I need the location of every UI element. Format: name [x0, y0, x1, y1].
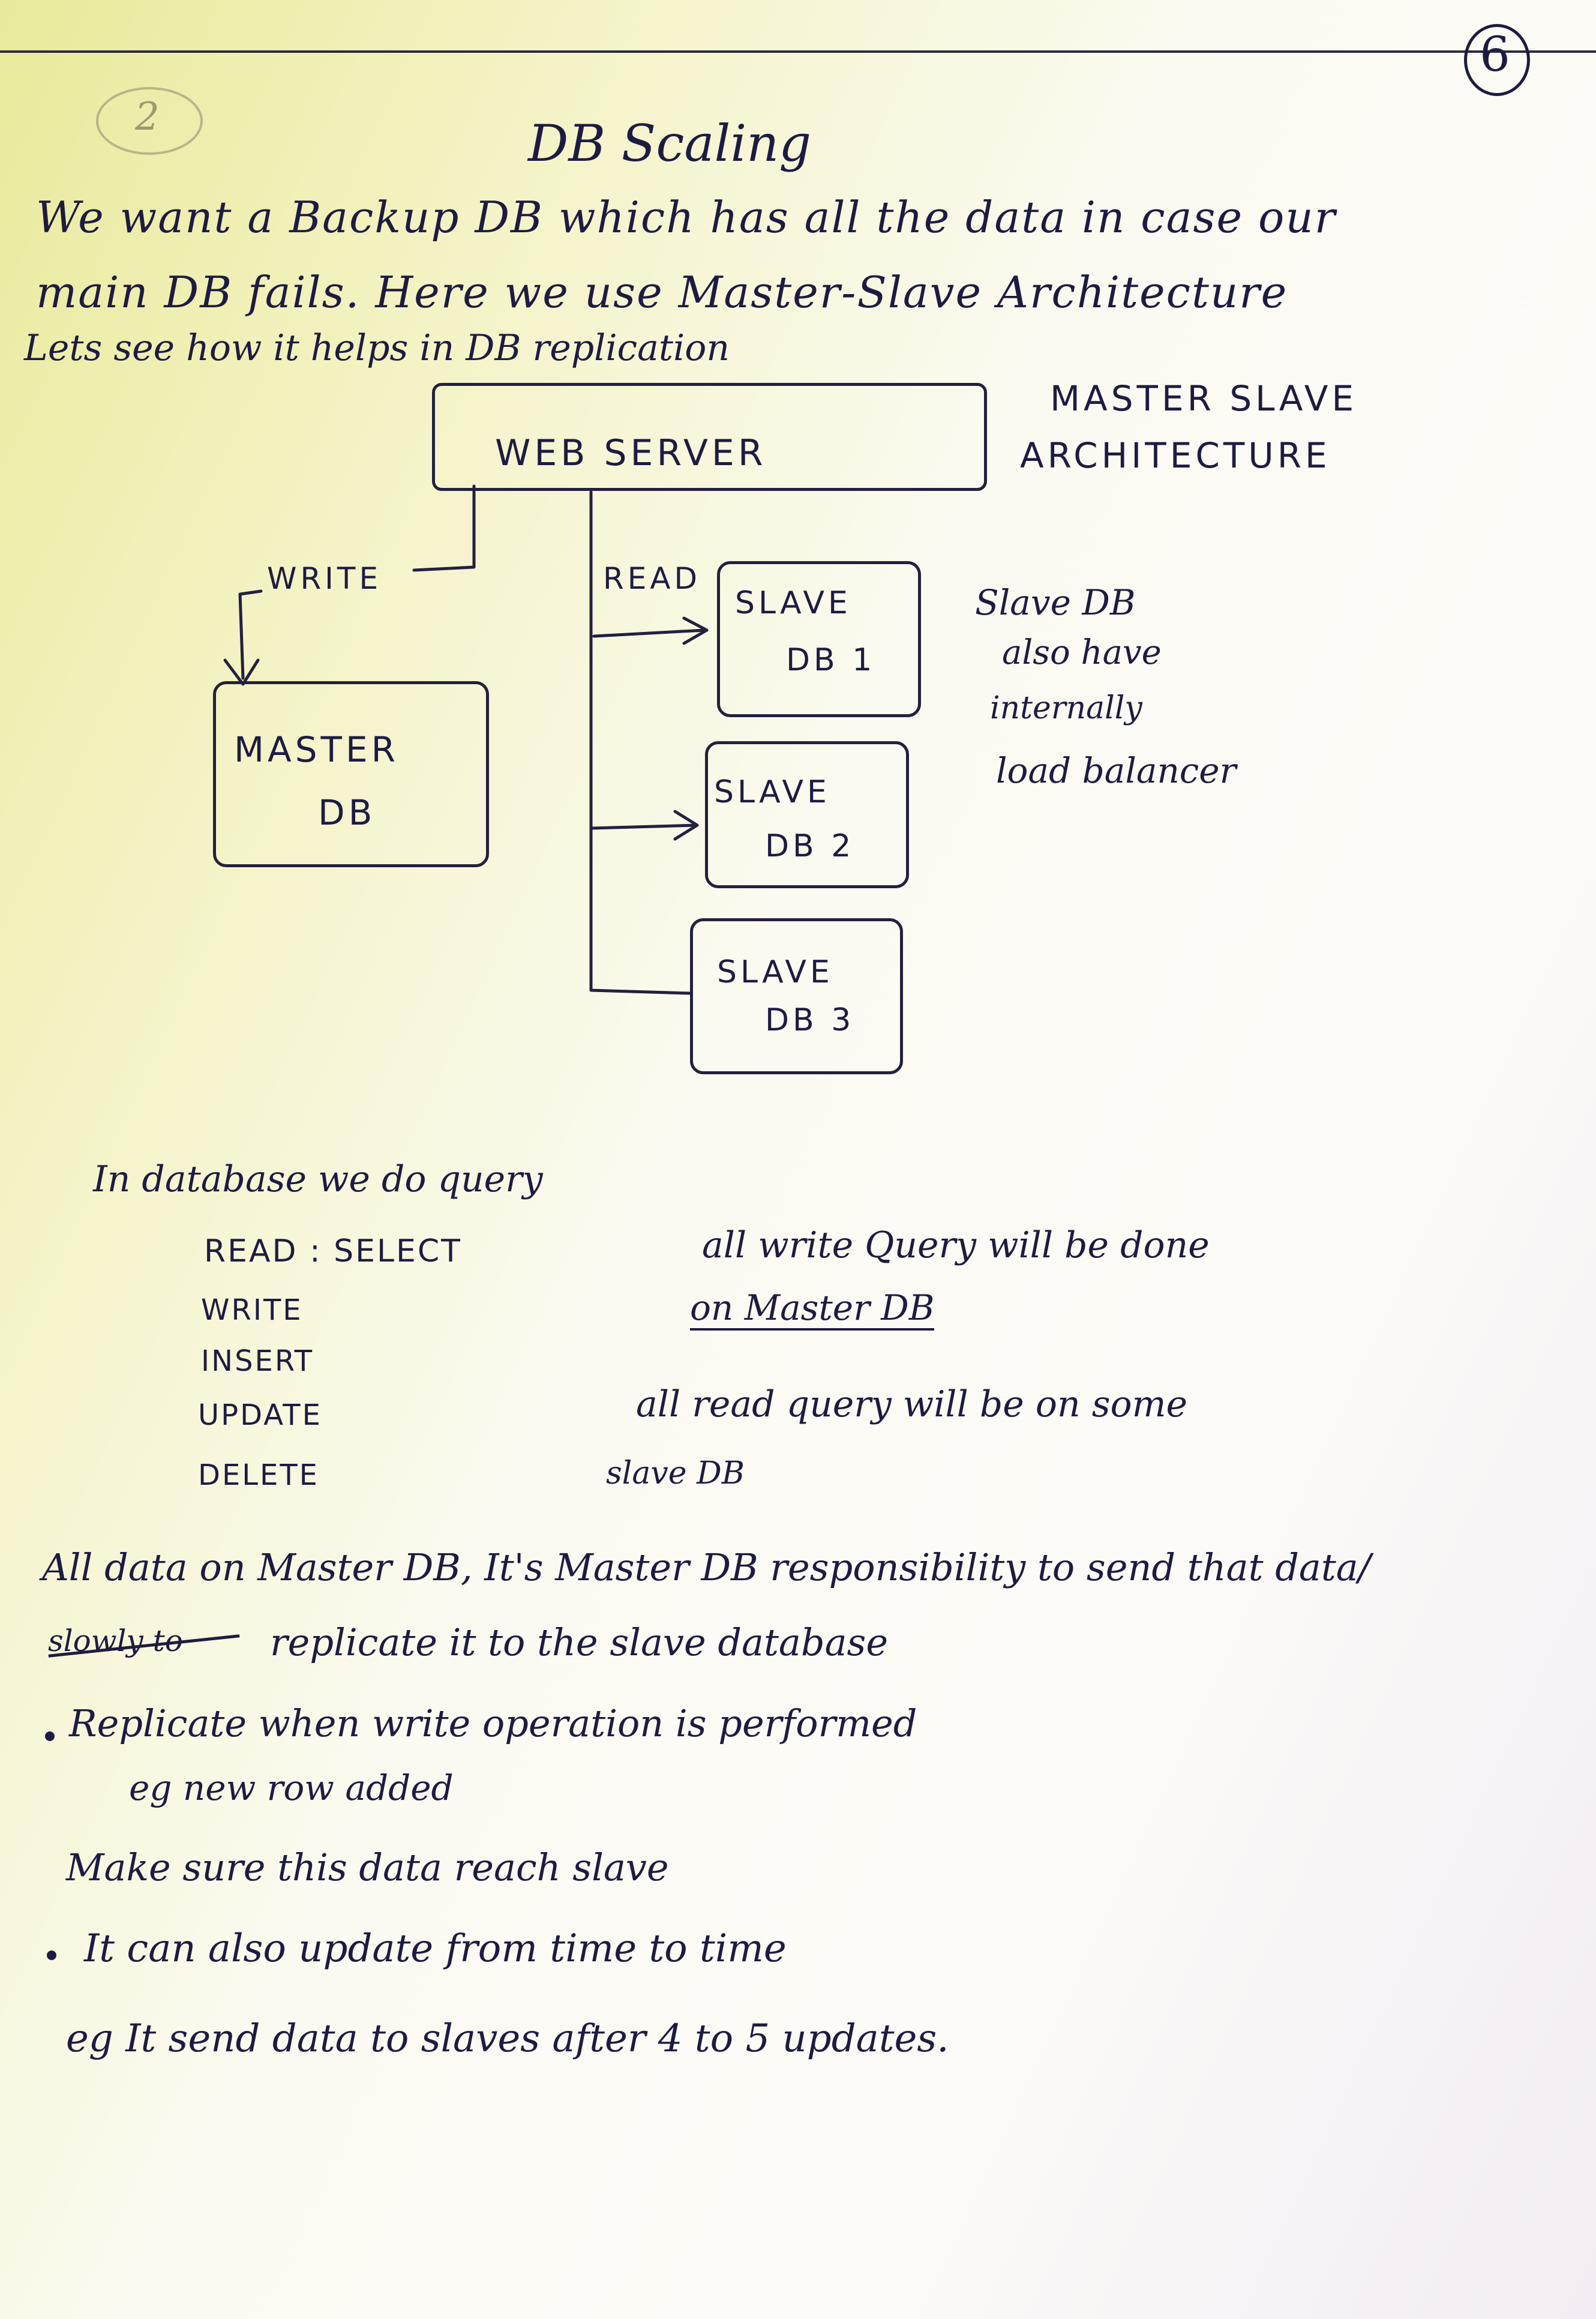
architecture-title-2: ARCHITECTURE [1020, 435, 1331, 476]
web-server-box [432, 383, 987, 491]
slave-note-3: internally [990, 690, 1142, 726]
slave-db-2-label-1: SLAVE [714, 774, 830, 810]
corner-mark: 2 [135, 95, 160, 139]
slave-note-4: load balancer [996, 750, 1237, 791]
replication-bullet-2: It can also update from time to time [84, 1926, 787, 1971]
master-db-label-1: MASTER [234, 729, 399, 770]
write-query-note-2-text: on Master DB [690, 1287, 935, 1331]
query-update: UPDATE [198, 1398, 322, 1432]
slave-db-3-label-2: DB 3 [765, 1002, 855, 1038]
write-query-note-2: on Master DB [690, 1287, 935, 1331]
bullet-1-dot [45, 1731, 55, 1741]
read-query-note-1: all read query will be on some [636, 1383, 1188, 1425]
architecture-title-1: MASTER SLAVE [1050, 378, 1358, 419]
master-db-label-2: DB [318, 792, 376, 833]
slave-note-2: also have [1002, 633, 1162, 672]
read-label: READ [603, 561, 701, 596]
slave-db-3-label-1: SLAVE [717, 954, 833, 990]
slave-db-2-label-2: DB 2 [765, 828, 855, 864]
web-server-label: WEB SERVER [495, 432, 767, 474]
top-edge-line [0, 50, 1596, 53]
replication-line-3: Make sure this data reach slave [66, 1845, 669, 1889]
replication-line-2: replicate it to the slave database [270, 1620, 889, 1664]
slave-db-3-box [690, 918, 903, 1074]
query-read: READ : SELECT [204, 1233, 462, 1269]
query-delete: DELETE [198, 1458, 320, 1492]
bullet-2-dot [47, 1951, 56, 1960]
intro-line-3: Lets see how it helps in DB replication [24, 327, 730, 369]
replication-bullet-2-example: eg It send data to slaves after 4 to 5 u… [66, 2017, 949, 2061]
corner-mark-circle [96, 87, 203, 155]
page-number: 6 [1480, 26, 1510, 82]
write-query-note-1: all write Query will be done [702, 1224, 1210, 1266]
write-label: WRITE [267, 561, 382, 596]
intro-line-2: main DB fails. Here we use Master-Slave … [36, 267, 1288, 317]
slave-db-1-label-2: DB 1 [786, 642, 876, 678]
queries-intro: In database we do query [93, 1158, 543, 1200]
query-write: WRITE [201, 1293, 303, 1327]
replication-line-1: All data on Master DB, It's Master DB re… [42, 1545, 1371, 1589]
query-insert: INSERT [201, 1344, 314, 1378]
slave-db-1-box [717, 561, 921, 717]
slave-db-1-label-1: SLAVE [735, 585, 851, 621]
replication-bullet-1-example: eg new row added [129, 1767, 454, 1808]
master-db-box [213, 681, 489, 867]
read-query-note-2: slave DB [606, 1455, 745, 1491]
page-title: DB Scaling [528, 114, 812, 173]
slave-note-1: Slave DB [975, 582, 1136, 623]
slave-db-2-box [705, 741, 909, 888]
replication-bullet-1: Replicate when write operation is perfor… [69, 1701, 917, 1745]
page-number-circle [1464, 24, 1530, 96]
intro-line-1: We want a Backup DB which has all the da… [36, 192, 1337, 242]
